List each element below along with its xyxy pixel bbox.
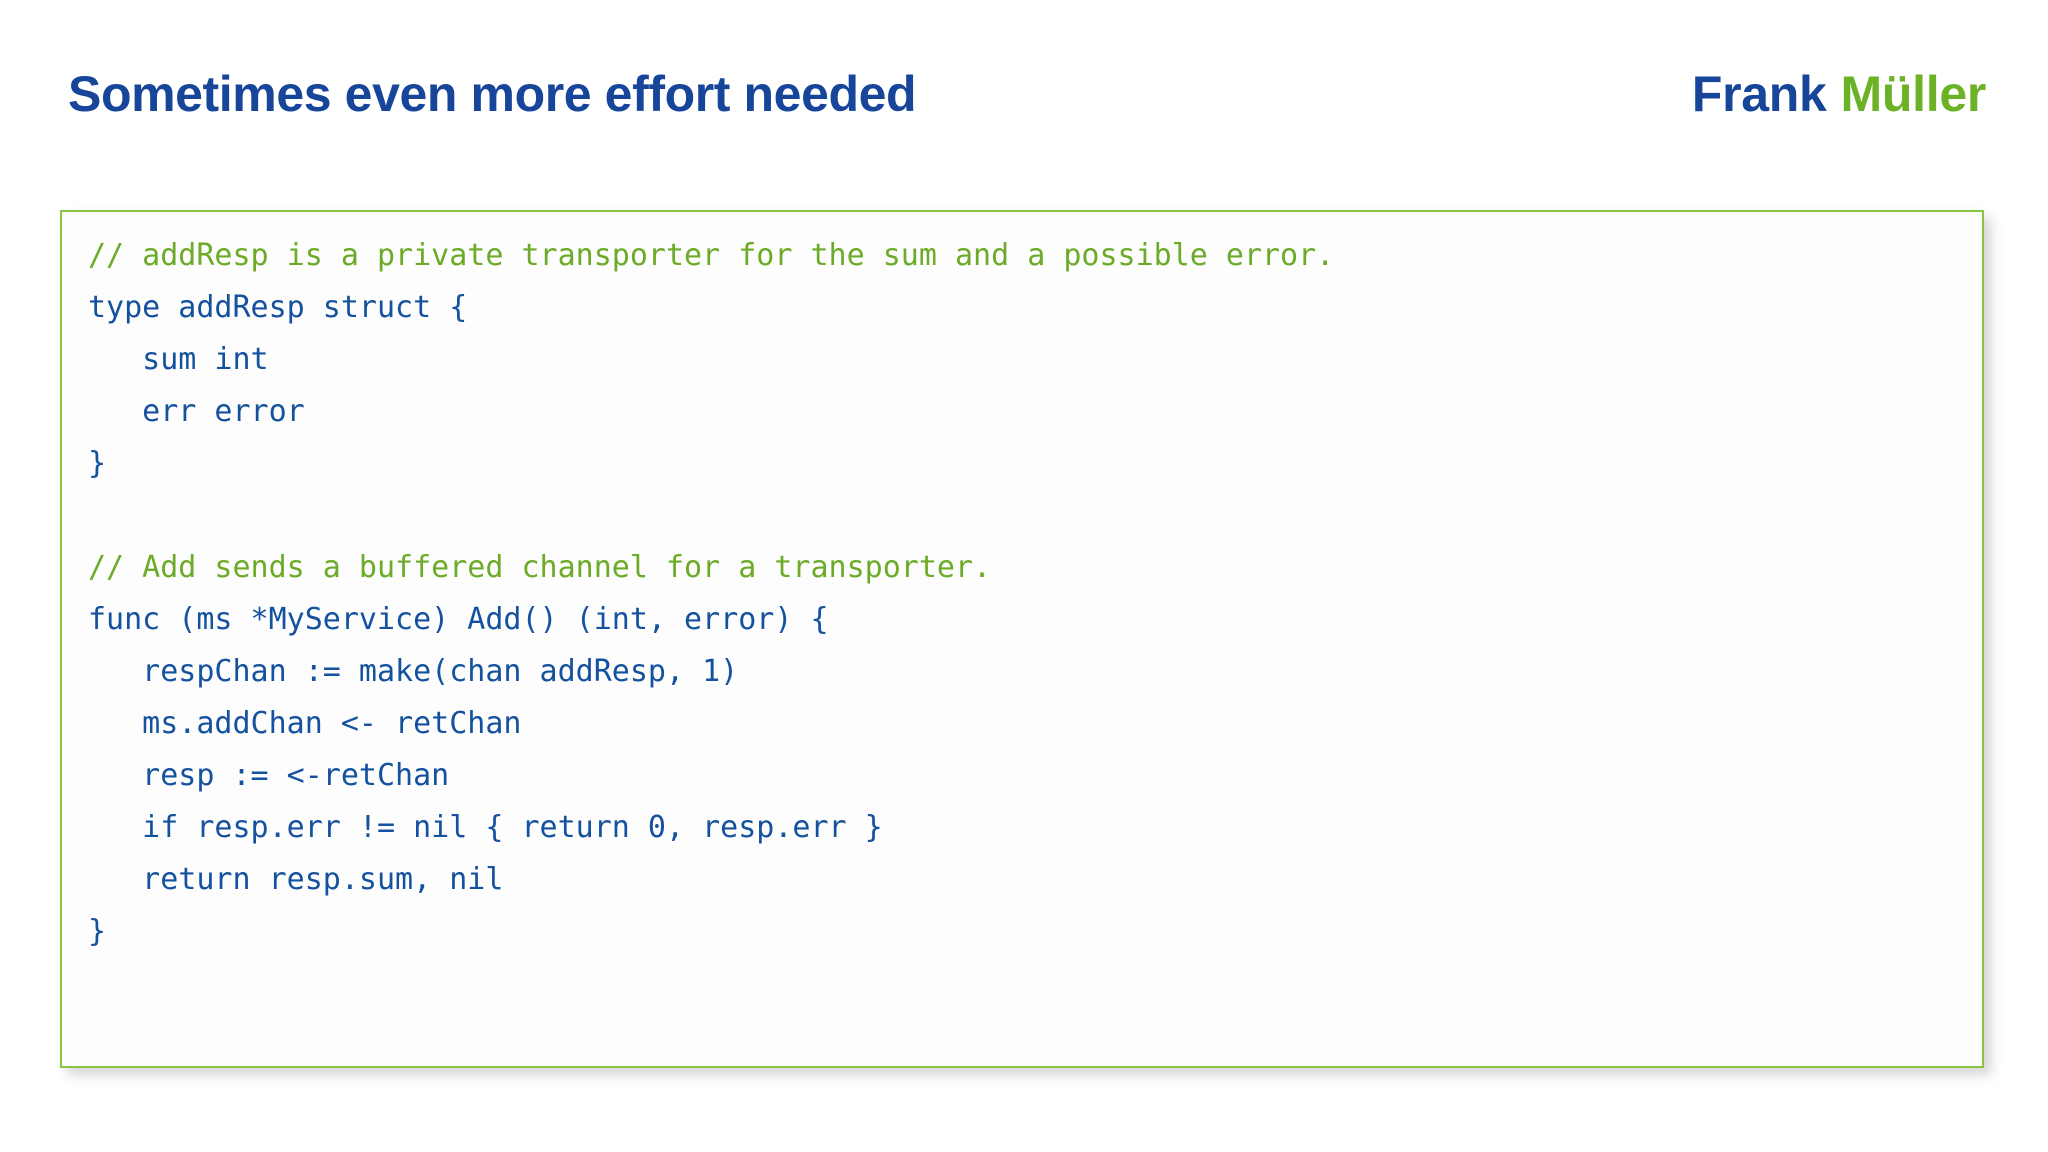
code-text: ms.addChan <- retChan bbox=[88, 706, 522, 741]
code-line: err error bbox=[88, 386, 1956, 438]
code-block-content: // addResp is a private transporter for … bbox=[62, 212, 1982, 978]
code-block-card: // addResp is a private transporter for … bbox=[60, 210, 1984, 1068]
code-line: if resp.err != nil { return 0, resp.err … bbox=[88, 802, 1956, 854]
code-line: ms.addChan <- retChan bbox=[88, 698, 1956, 750]
brand-last-name: Müller bbox=[1840, 66, 1987, 122]
code-line: resp := <-retChan bbox=[88, 750, 1956, 802]
code-line: } bbox=[88, 438, 1956, 490]
code-text: err error bbox=[88, 394, 305, 429]
code-text: respChan := make(chan addResp, 1) bbox=[88, 654, 739, 689]
code-line: return resp.sum, nil bbox=[88, 854, 1956, 906]
code-line bbox=[88, 490, 1956, 542]
page-title: Sometimes even more effort needed bbox=[68, 66, 917, 122]
code-text: resp := <-retChan bbox=[88, 758, 450, 793]
code-line: func (ms *MyService) Add() (int, error) … bbox=[88, 594, 1956, 646]
code-line: respChan := make(chan addResp, 1) bbox=[88, 646, 1956, 698]
code-text: sum int bbox=[88, 342, 269, 377]
code-text: return resp.sum, nil bbox=[88, 862, 504, 897]
code-line: // addResp is a private transporter for … bbox=[88, 230, 1956, 282]
code-text: func (ms *MyService) Add() (int, error) … bbox=[88, 602, 829, 637]
code-comment: // Add sends a buffered channel for a tr… bbox=[88, 550, 992, 585]
code-line: type addResp struct { bbox=[88, 282, 1956, 334]
code-text: } bbox=[88, 914, 107, 949]
brand-first-name: Frank bbox=[1691, 66, 1827, 122]
code-line: sum int bbox=[88, 334, 1956, 386]
code-line: // Add sends a buffered channel for a tr… bbox=[88, 542, 1956, 594]
code-line: } bbox=[88, 906, 1956, 958]
code-text: type addResp struct { bbox=[88, 290, 468, 325]
code-comment: // addResp is a private transporter for … bbox=[88, 238, 1335, 273]
code-text: if resp.err != nil { return 0, resp.err … bbox=[88, 810, 883, 845]
code-text: } bbox=[88, 446, 107, 481]
